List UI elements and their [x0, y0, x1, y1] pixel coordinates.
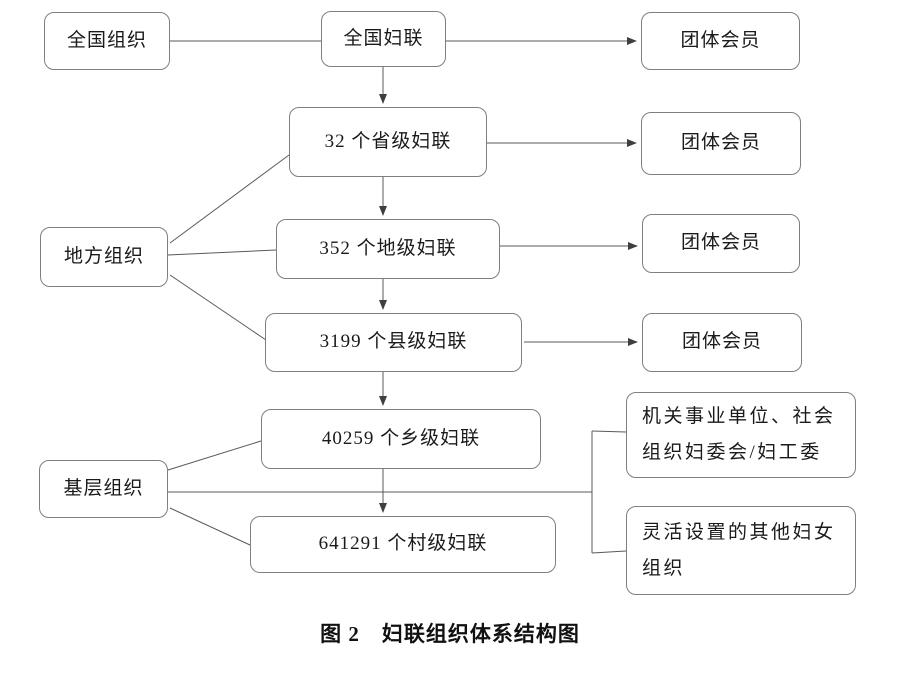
node-county-federations: 3199 个县级妇联	[265, 313, 522, 372]
node-national-federation: 全国妇联	[321, 11, 446, 67]
node-grassroots-category: 基层组织	[39, 460, 168, 518]
node-group-member-3: 团体会员	[642, 214, 800, 273]
link-local-cat-to-prefectural	[167, 249, 277, 256]
node-committees: 机关事业单位、社会组织妇委会/妇工委	[626, 392, 856, 478]
bracket-bottom-to-flexible	[591, 550, 627, 554]
node-group-member-4: 团体会员	[642, 313, 802, 372]
link-local-cat-to-county	[169, 274, 267, 341]
node-group-member-1: 团体会员	[641, 12, 800, 70]
link-grassroots-cat-to-village	[169, 507, 251, 546]
node-flexible-orgs: 灵活设置的其他妇女组织	[626, 506, 856, 595]
node-village-federations: 641291 个村级妇联	[250, 516, 556, 573]
link-local-cat-to-provincial	[169, 154, 290, 244]
node-committees-label: 机关事业单位、社会组织妇委会/妇工委	[642, 406, 836, 463]
node-provincial-federations: 32 个省级妇联	[289, 107, 487, 177]
node-prefectural-federations: 352 个地级妇联	[276, 219, 500, 279]
node-national-category: 全国组织	[44, 12, 170, 70]
node-township-federations: 40259 个乡级妇联	[261, 409, 541, 469]
node-group-member-2: 团体会员	[641, 112, 801, 175]
link-grassroots-cat-to-township	[167, 440, 262, 471]
bracket-top-to-committees	[591, 430, 627, 433]
node-flexible-orgs-label: 灵活设置的其他妇女组织	[642, 521, 836, 579]
figure-caption: 图 2 妇联组织体系结构图	[320, 622, 580, 646]
node-local-category: 地方组织	[40, 227, 168, 287]
